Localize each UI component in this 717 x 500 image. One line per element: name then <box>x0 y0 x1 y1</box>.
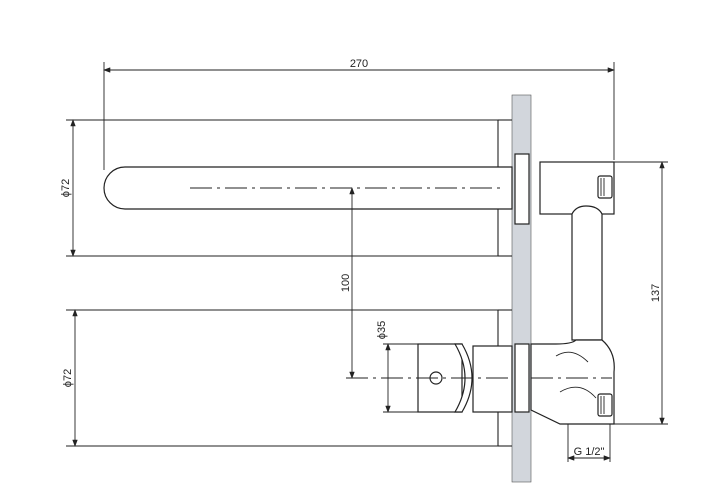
wall-section <box>511 94 532 483</box>
dim-body-height: 137 <box>614 161 668 425</box>
dim-label-137: 137 <box>650 284 662 302</box>
dim-overall-length: 270 <box>103 58 615 170</box>
concealed-body <box>530 161 615 425</box>
dim-handle-diameter: ϕ72 <box>62 309 498 447</box>
handle-nut <box>514 343 530 413</box>
dim-lever-diameter: ϕ35 <box>376 321 418 413</box>
dim-label-handle-dia: ϕ72 <box>62 369 74 387</box>
dim-label-lever-dia: ϕ35 <box>376 321 388 339</box>
dim-label-spout-dia: ϕ72 <box>60 179 72 197</box>
dim-axis-spacing: 100 <box>340 187 355 379</box>
dim-spout-diameter: ϕ72 <box>60 119 498 257</box>
dim-label-270: 270 <box>350 58 368 70</box>
spout-nut <box>514 153 530 225</box>
spout <box>103 166 513 210</box>
dim-label-thread: G 1/2" <box>574 446 605 458</box>
mixer-handle <box>346 343 530 413</box>
dim-label-100: 100 <box>340 274 352 292</box>
dim-thread: G 1/2" <box>567 424 611 462</box>
